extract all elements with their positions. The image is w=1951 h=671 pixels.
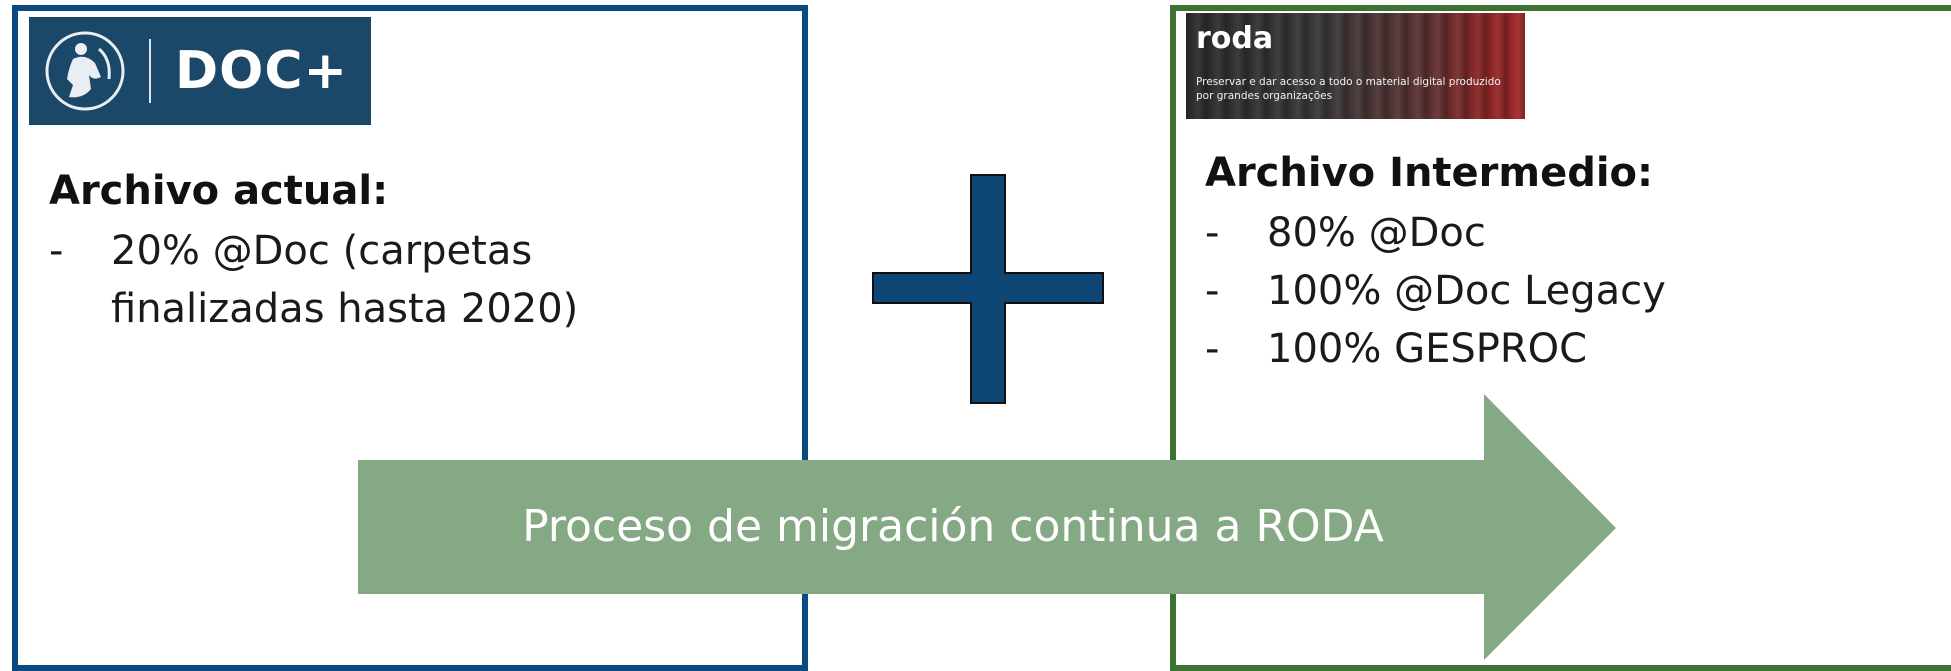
roda-logo-text: roda — [1196, 21, 1274, 56]
list-item: - 100% @Doc Legacy — [1205, 262, 1845, 320]
intermediate-archive-panel — [1170, 5, 1951, 671]
list-item-text: 80% @Doc — [1267, 210, 1486, 256]
list-dash: - — [49, 228, 64, 274]
list-item-text: 100% @Doc Legacy — [1267, 268, 1666, 314]
intermediate-archive-list: - 80% @Doc - 100% @Doc Legacy - 100% GES… — [1205, 204, 1845, 378]
logo-separator — [149, 39, 151, 103]
doc-plus-logo-text: DOC+ — [175, 41, 349, 101]
migration-arrow-label: Proceso de migración continua a RODA — [522, 500, 1384, 552]
intermediate-archive-heading: Archivo Intermedio: — [1205, 150, 1654, 196]
migration-arrow — [358, 394, 1616, 660]
current-archive-panel — [12, 5, 808, 671]
list-item: - 80% @Doc — [1205, 204, 1845, 262]
list-item-text: 20% @Doc (carpetas finalizadas hasta 202… — [111, 228, 579, 332]
current-archive-list: - 20% @Doc (carpetas finalizadas hasta 2… — [49, 222, 669, 338]
list-item: - 20% @Doc (carpetas finalizadas hasta 2… — [49, 222, 669, 338]
roda-logo: roda Preservar e dar acesso a todo o mat… — [1186, 13, 1525, 119]
list-item: - 100% GESPROC — [1205, 320, 1845, 378]
list-dash: - — [1205, 326, 1220, 372]
current-archive-heading: Archivo actual: — [49, 168, 389, 214]
archive-figure-emblem-icon — [45, 31, 125, 111]
list-item-text: 100% GESPROC — [1267, 326, 1588, 372]
plus-icon — [872, 174, 1104, 404]
list-dash: - — [1205, 210, 1220, 256]
doc-plus-logo: DOC+ — [29, 17, 371, 125]
list-dash: - — [1205, 268, 1220, 314]
roda-logo-tagline: Preservar e dar acesso a todo o material… — [1196, 76, 1501, 102]
